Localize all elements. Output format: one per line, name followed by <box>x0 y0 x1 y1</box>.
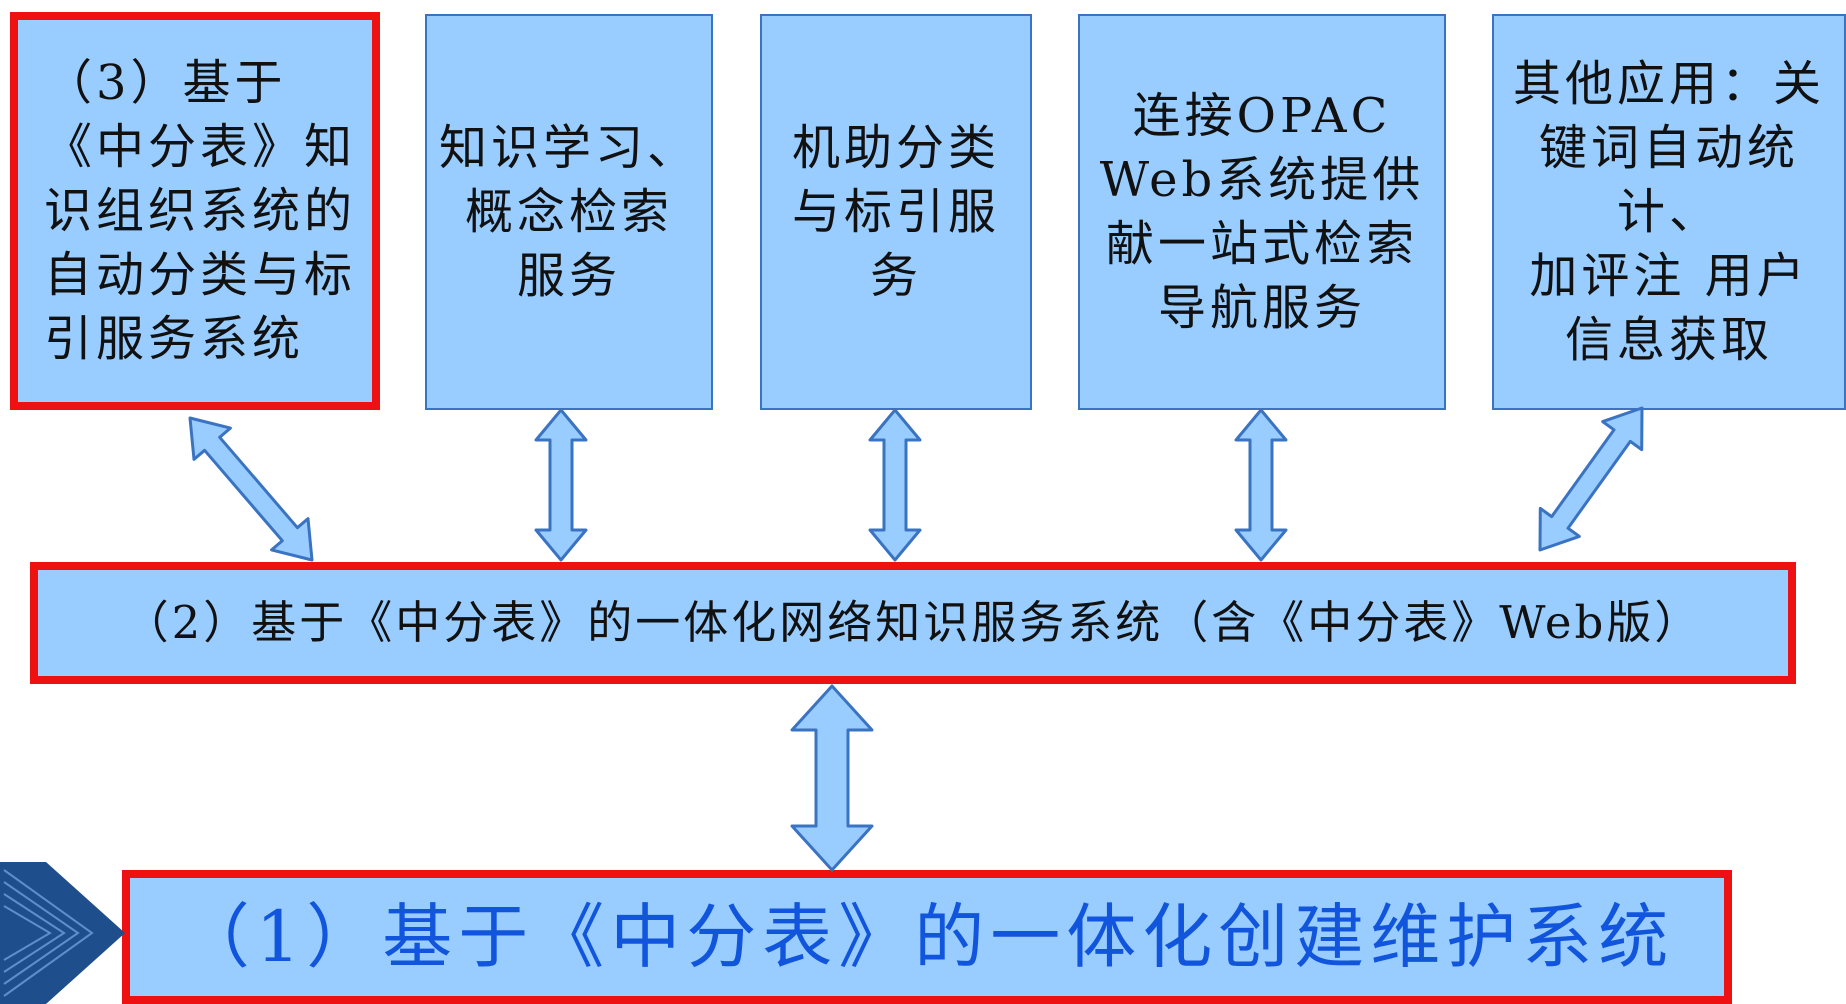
box-label: 其他应用：关 键词自动统计、 加评注 用户 信息获取 <box>1512 56 1825 368</box>
box-label: （3）基于 《中分表》知 识组织系统的 自动分类与标 引服务系统 <box>43 55 356 367</box>
opac-navigation-box: 连接OPAC Web系统提供 献一站式检索 导航服务 <box>1078 14 1446 410</box>
box-label: 机助分类 与标引服 务 <box>791 120 1000 304</box>
network-knowledge-service-box: （2）基于《中分表》的一体化网络知识服务系统（含《中分表》Web版） <box>30 562 1796 684</box>
knowledge-learning-box: 知识学习、 概念检索 服务 <box>425 14 713 410</box>
arrow-middle-to-bottom <box>790 684 874 872</box>
box-label: （2）基于《中分表》的一体化网络知识服务系统（含《中分表》Web版） <box>123 596 1703 649</box>
creation-maintenance-system-box: （1）基于《中分表》的一体化创建维护系统 <box>122 870 1732 1004</box>
machine-classification-box: 机助分类 与标引服 务 <box>760 14 1032 410</box>
decorative-chevron-icon <box>0 862 125 1004</box>
arrow-opac-to-middle <box>1234 408 1288 562</box>
arrow-box3-to-middle <box>188 416 314 562</box>
box-label: 知识学习、 概念检索 服务 <box>438 120 699 304</box>
auto-classification-system-box: （3）基于 《中分表》知 识组织系统的 自动分类与标 引服务系统 <box>10 12 380 410</box>
box-label: （1）基于《中分表》的一体化创建维护系统 <box>179 896 1675 978</box>
other-applications-box: 其他应用：关 键词自动统计、 加评注 用户 信息获取 <box>1492 14 1846 410</box>
arrow-classify-to-middle <box>868 408 922 562</box>
arrow-other-to-middle <box>1538 406 1644 552</box>
box-label: 连接OPAC Web系统提供 献一站式检索 导航服务 <box>1099 88 1425 336</box>
arrow-knowledge-to-middle <box>534 408 588 562</box>
